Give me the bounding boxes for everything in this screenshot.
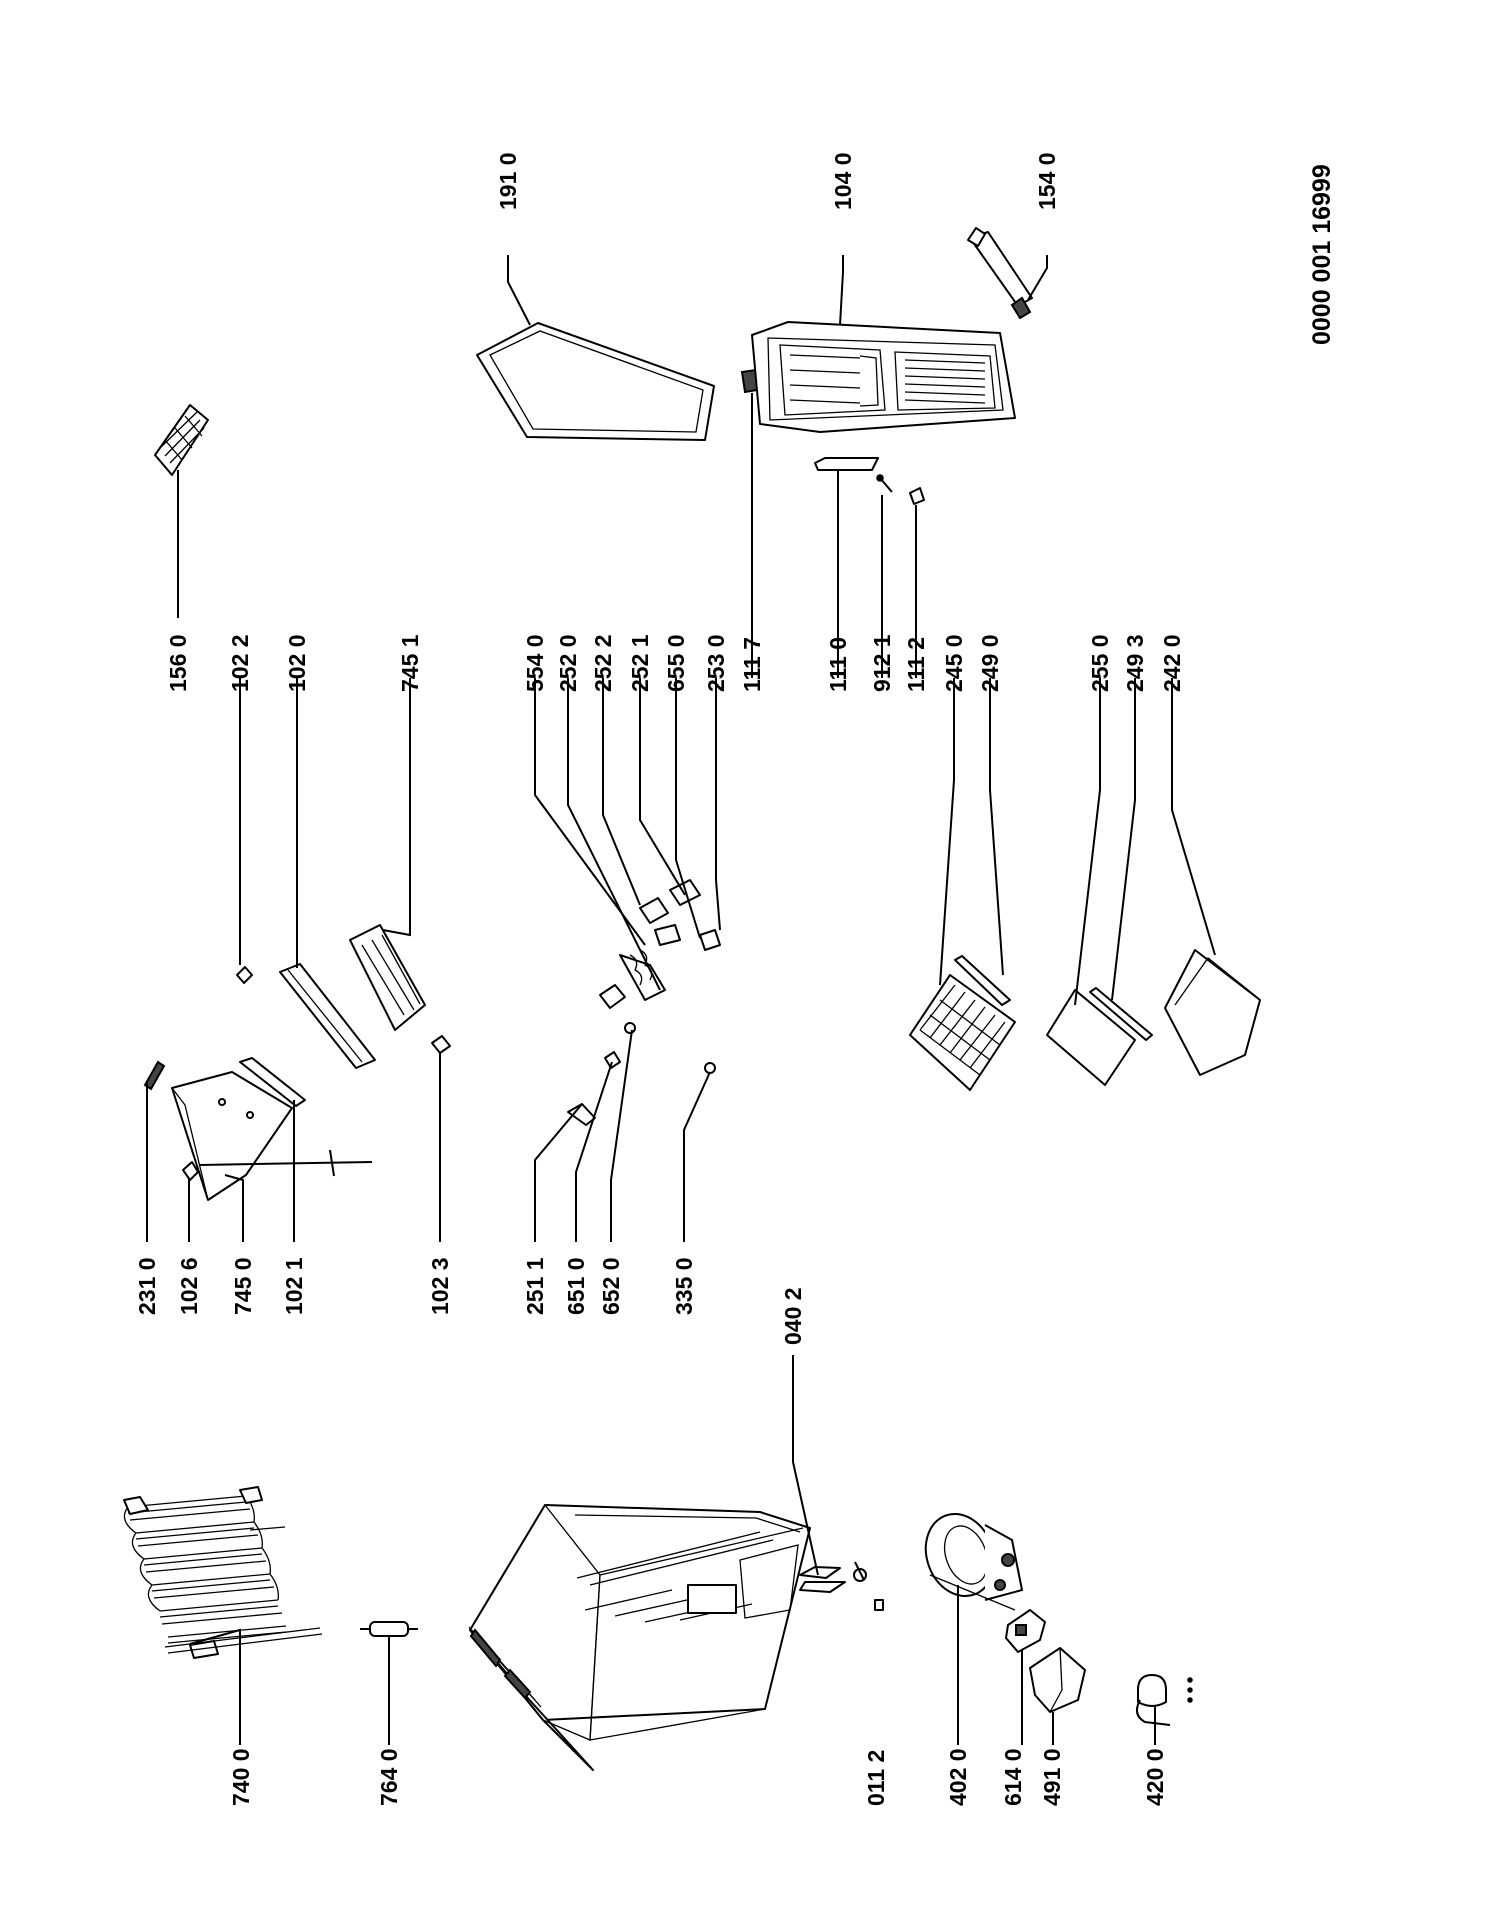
part-102-1-rail [239, 1057, 306, 1107]
label-740-0: 740 0 [228, 1748, 254, 1806]
document-number: 0000 001 16999 [1308, 164, 1336, 345]
label-420-0: 420 0 [1142, 1748, 1168, 1806]
part-102-3 [431, 1035, 451, 1054]
label-614-0: 614 0 [1000, 1748, 1026, 1806]
part-104-0-inner-door [751, 321, 1016, 433]
part-011-2-small-part [874, 1599, 884, 1611]
part-040-2-foot-bracket [799, 1561, 867, 1593]
part-154-0-handle [967, 227, 1033, 320]
label-249-3: 249 3 [1122, 634, 1148, 692]
label-231-0: 231 0 [134, 1257, 160, 1315]
part-242-0-drawer [1164, 949, 1261, 1076]
part-111-2 [909, 487, 925, 505]
part-402-0-compressor [924, 1512, 1023, 1611]
part-102-0-shelf-bar [279, 963, 376, 1069]
part-491-0-cover [1029, 1647, 1086, 1713]
part-764-0-filter-drier [360, 1621, 418, 1637]
part-191-0-door-gasket [476, 322, 715, 441]
part-cabinet [468, 1504, 811, 1771]
label-912-1: 912 1 [869, 634, 895, 692]
label-745-0: 745 0 [230, 1257, 256, 1315]
part-614-0-relay [1005, 1609, 1046, 1653]
part-labels: 740 0 764 0 011 2 402 0 614 0 491 0 420 … [134, 152, 1336, 1806]
label-102-6: 102 6 [176, 1257, 202, 1315]
label-253-0: 253 0 [703, 634, 729, 692]
label-104-0: 104 0 [830, 152, 856, 210]
part-249-0-strip [954, 955, 1011, 1006]
part-912-1-screw [876, 474, 893, 493]
label-102-1: 102 1 [281, 1257, 307, 1315]
label-111-7: 111 7 [739, 637, 765, 692]
label-156-0: 156 0 [165, 634, 191, 692]
part-249-3-strip [1089, 987, 1153, 1041]
label-102-0: 102 0 [284, 634, 310, 692]
label-402-0: 402 0 [945, 1748, 971, 1806]
part-thermostat-group [567, 879, 721, 1126]
label-652-0: 652 0 [598, 1257, 624, 1315]
label-245-0: 245 0 [941, 634, 967, 692]
label-102-3: 102 3 [427, 1257, 453, 1315]
label-655-0: 655 0 [663, 634, 689, 692]
label-252-1: 252 1 [627, 634, 653, 692]
part-111-0-hinge-plate [814, 457, 879, 471]
label-651-0: 651 0 [563, 1257, 589, 1315]
label-242-0: 242 0 [1159, 634, 1185, 692]
label-040-2: 040 2 [780, 1287, 806, 1345]
part-255-0-panel [1046, 989, 1136, 1086]
label-249-0: 249 0 [977, 634, 1003, 692]
label-191-0: 191 0 [495, 152, 521, 210]
label-554-0: 554 0 [522, 634, 548, 692]
part-231-0 [143, 1060, 166, 1091]
label-154-0: 154 0 [1034, 152, 1060, 210]
label-102-2: 102 2 [227, 634, 253, 692]
part-740-0-evaporator-coil [123, 1486, 323, 1659]
label-251-1: 251 1 [522, 1257, 548, 1315]
label-491-0: 491 0 [1039, 1748, 1065, 1806]
label-252-2: 252 2 [590, 634, 616, 692]
part-745-0-thermostat-panel [171, 1071, 373, 1201]
label-335-0: 335 0 [671, 1257, 697, 1315]
label-111-2: 111 2 [903, 637, 929, 692]
label-111-0: 111 0 [825, 637, 851, 692]
label-764-0: 764 0 [376, 1748, 402, 1806]
leader-lines [146, 255, 1216, 1745]
part-745-1-cover [349, 924, 426, 1031]
part-420-0-capacitor [1135, 1674, 1193, 1726]
label-745-1: 745 1 [397, 634, 423, 692]
part-156-0-ice-tray [154, 404, 209, 476]
part-102-2 [236, 966, 253, 984]
label-255-0: 255 0 [1087, 634, 1113, 692]
part-245-0-grid [909, 974, 1016, 1091]
label-011-2: 011 2 [863, 1750, 889, 1806]
label-252-0: 252 0 [555, 634, 581, 692]
